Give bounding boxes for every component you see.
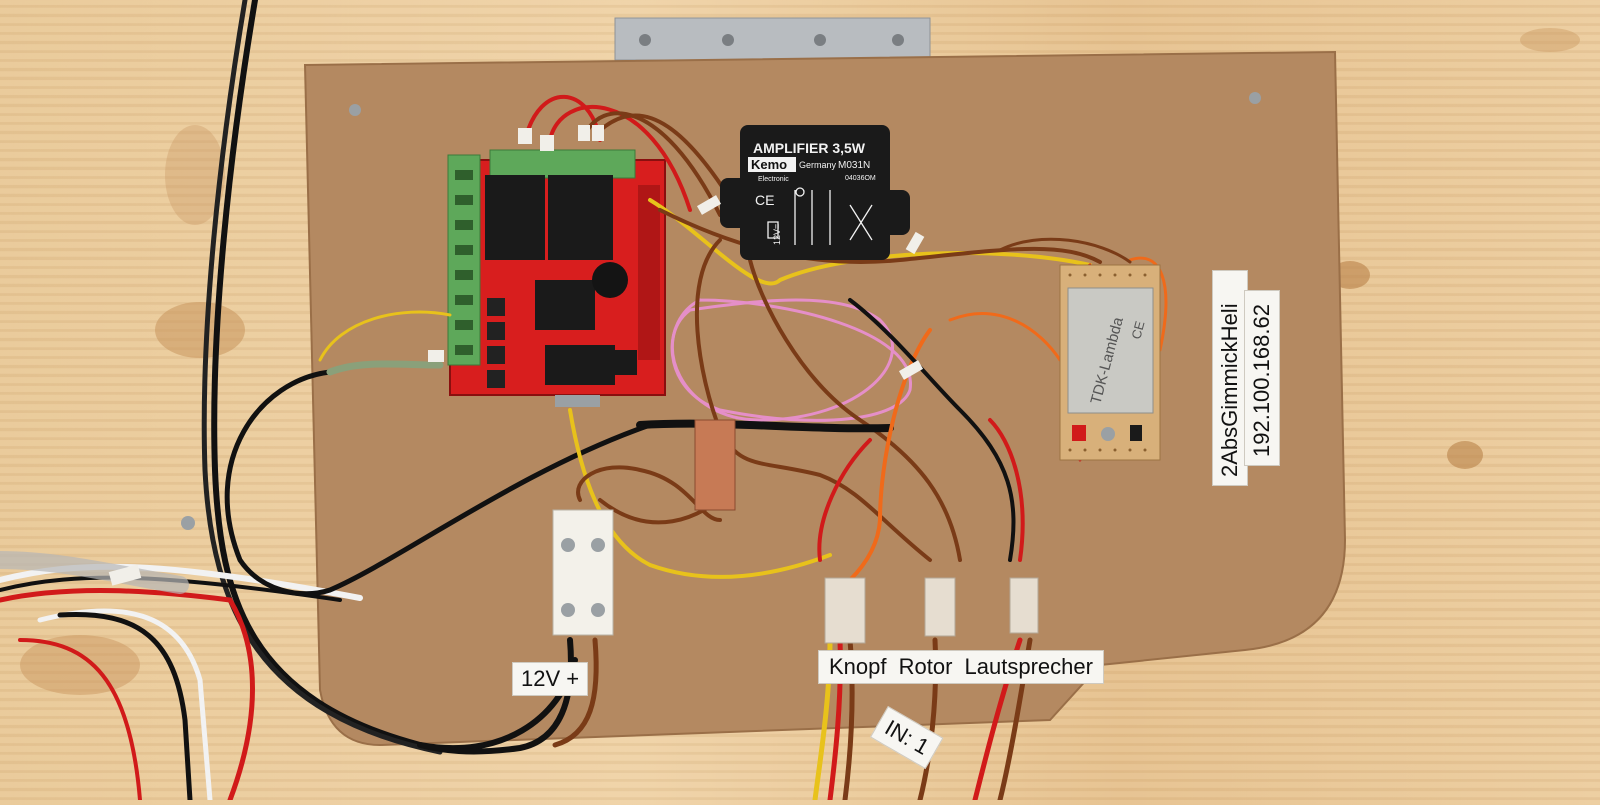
amplifier-ce-mark: CE [755,192,774,208]
amplifier-brand: Kemo [751,157,787,172]
amplifier-voltage: 12V= [772,224,782,245]
relay-2 [548,175,613,260]
microcontroller-chip [535,280,595,330]
wires [224,94,1168,803]
power-module-ce-mark: CE [1128,319,1147,341]
power-input-label: 12V + [512,662,589,696]
connectors [824,577,1039,644]
cable-ties [108,125,925,586]
amplifier-model: M031N [838,160,870,171]
amplifier-code: 04036OM [845,175,876,182]
connector-labels: Knopf Rotor Lautsprecher [818,650,1104,684]
junction-board [694,419,736,511]
screw-icon [349,104,361,116]
hostname-label: 2AbsGimmickHeli [1212,270,1248,486]
connector-rotor [924,577,956,637]
amplifier-made-in: Germany [799,160,837,170]
amplifier-module: AMPLIFIER 3,5W Kemo Germany M031N Electr… [720,125,910,260]
buzzer [592,262,628,298]
ip-address-label: 192.100.168.62 [1244,290,1280,466]
amplifier-schematic-icon [767,187,873,245]
metal-bracket [614,17,931,61]
amplifier-title: AMPLIFIER 3,5W [753,140,866,156]
terminal-block [552,509,614,636]
connector-speaker [1009,577,1039,634]
screw-icon [181,516,195,530]
screw-icon [1249,92,1261,104]
relay-1 [485,175,545,260]
driver-chip [545,345,615,385]
connector-knopf [824,577,866,644]
amplifier-sub: Electronic [758,176,789,183]
power-supply-module: TDK-Lambda CE [1059,264,1161,461]
relay-controller-board [447,149,666,407]
usb-port [555,395,600,407]
